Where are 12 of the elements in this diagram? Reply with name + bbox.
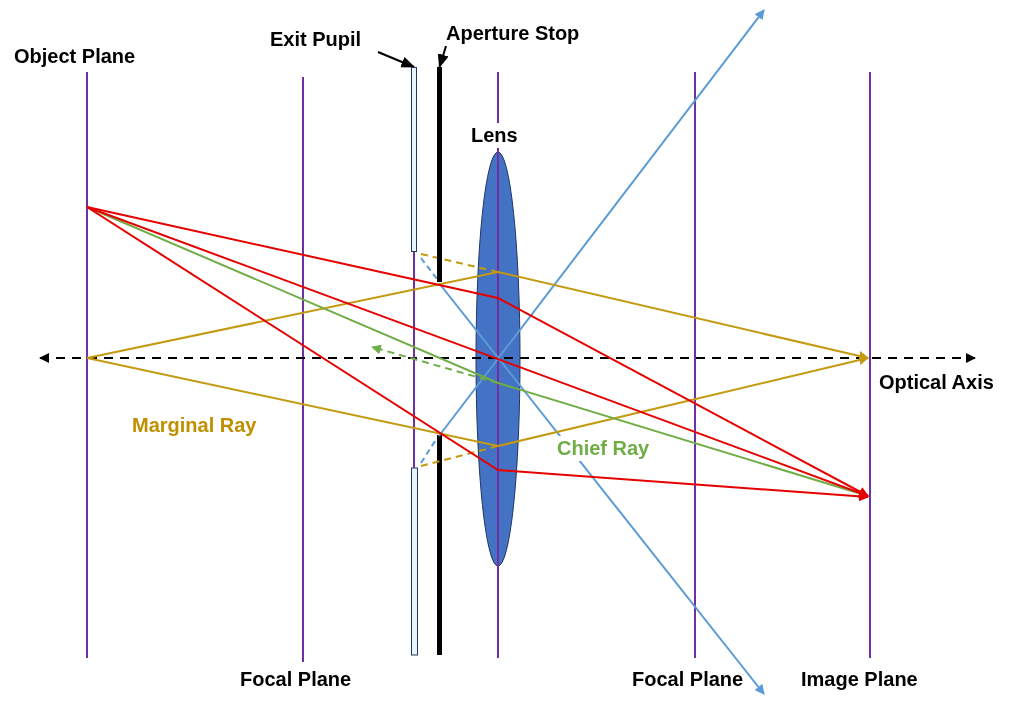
plane-label: Object Plane bbox=[14, 44, 136, 69]
plane-label: Image Plane bbox=[801, 667, 918, 692]
ray-label: Marginal Ray bbox=[132, 413, 257, 438]
lens-label: Lens bbox=[471, 123, 518, 148]
part-label: Aperture Stop bbox=[446, 20, 606, 46]
plane-label: Focal Plane bbox=[240, 667, 352, 692]
exit-pupil-bar bbox=[411, 67, 417, 252]
aperture-stop-bar bbox=[437, 67, 442, 278]
plane-label: Focal Plane bbox=[632, 667, 744, 692]
part-label: Exit Pupil bbox=[270, 27, 378, 52]
ray-label: Chief Ray bbox=[557, 436, 650, 461]
axis-label: Optical Axis bbox=[879, 370, 994, 395]
